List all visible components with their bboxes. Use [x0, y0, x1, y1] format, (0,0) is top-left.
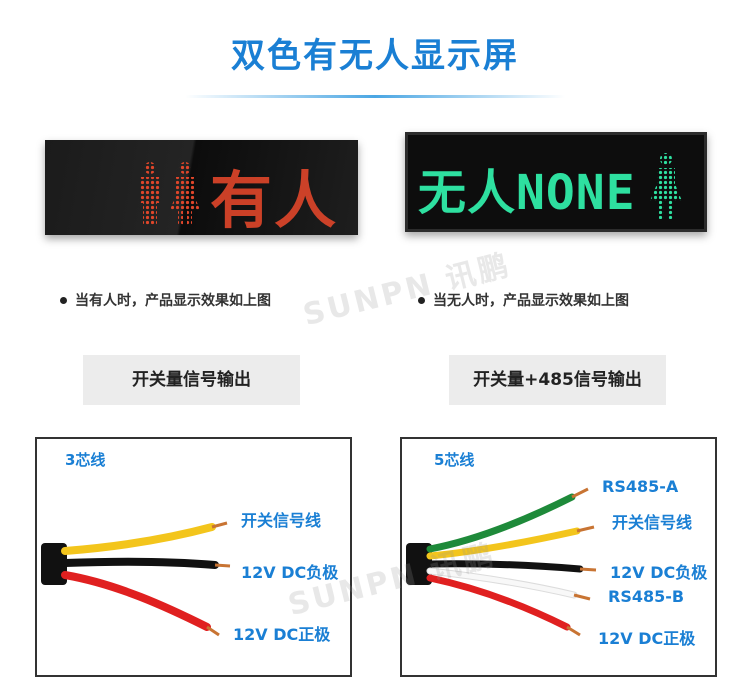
title-underline: [185, 95, 565, 98]
cable-5core-illustration: [406, 487, 597, 637]
switch-output-label: 开关量信号输出: [83, 355, 300, 405]
vacant-caption-text: 当无人时，产品显示效果如上图: [433, 293, 629, 309]
switch-485-output-label: 开关量+485信号输出: [449, 355, 666, 405]
vacant-display-text: 无人NONE: [418, 165, 636, 221]
occupied-display-panel: 有人: [45, 140, 358, 235]
occupied-caption-text: 当有人时，产品显示效果如上图: [75, 293, 271, 309]
vacant-caption: 当无人时，产品显示效果如上图: [418, 290, 629, 310]
occupied-caption: 当有人时，产品显示效果如上图: [60, 290, 271, 310]
occupied-figures-icon: [140, 162, 200, 225]
cable-5core-box: 5芯线 RS485-A 开关信号线 12V DC负极 RS485-B 12V D…: [400, 437, 717, 677]
bullet-icon: [418, 296, 425, 304]
wire-label-positive: 12V DC正极: [598, 629, 696, 648]
cable-3core-label: 3芯线: [65, 451, 106, 469]
watermark-logo: SUNPN 讯鹏: [299, 247, 515, 334]
wire-label-rs485b: RS485-B: [608, 587, 685, 606]
cable-3core-illustration: [41, 521, 231, 637]
wire-label-negative: 12V DC负极: [241, 563, 339, 582]
page-title: 双色有无人显示屏: [231, 36, 519, 76]
wire-label-signal: 开关信号线: [241, 511, 322, 530]
cable-3core-box: 3芯线 开关信号线 12V DC负极 12V DC正极: [35, 437, 352, 677]
wire-label-positive: 12V DC正极: [233, 625, 331, 644]
vacant-woman-icon: [650, 153, 682, 219]
occupied-display-text: 有人: [210, 164, 339, 235]
cable-5core-label: 5芯线: [434, 451, 475, 469]
bullet-icon: [60, 296, 67, 304]
wire-label-rs485a: RS485-A: [602, 477, 679, 496]
wire-label-signal: 开关信号线: [612, 513, 693, 532]
vacant-display-panel: 无人NONE: [405, 132, 707, 232]
wire-label-negative: 12V DC负极: [610, 563, 708, 582]
